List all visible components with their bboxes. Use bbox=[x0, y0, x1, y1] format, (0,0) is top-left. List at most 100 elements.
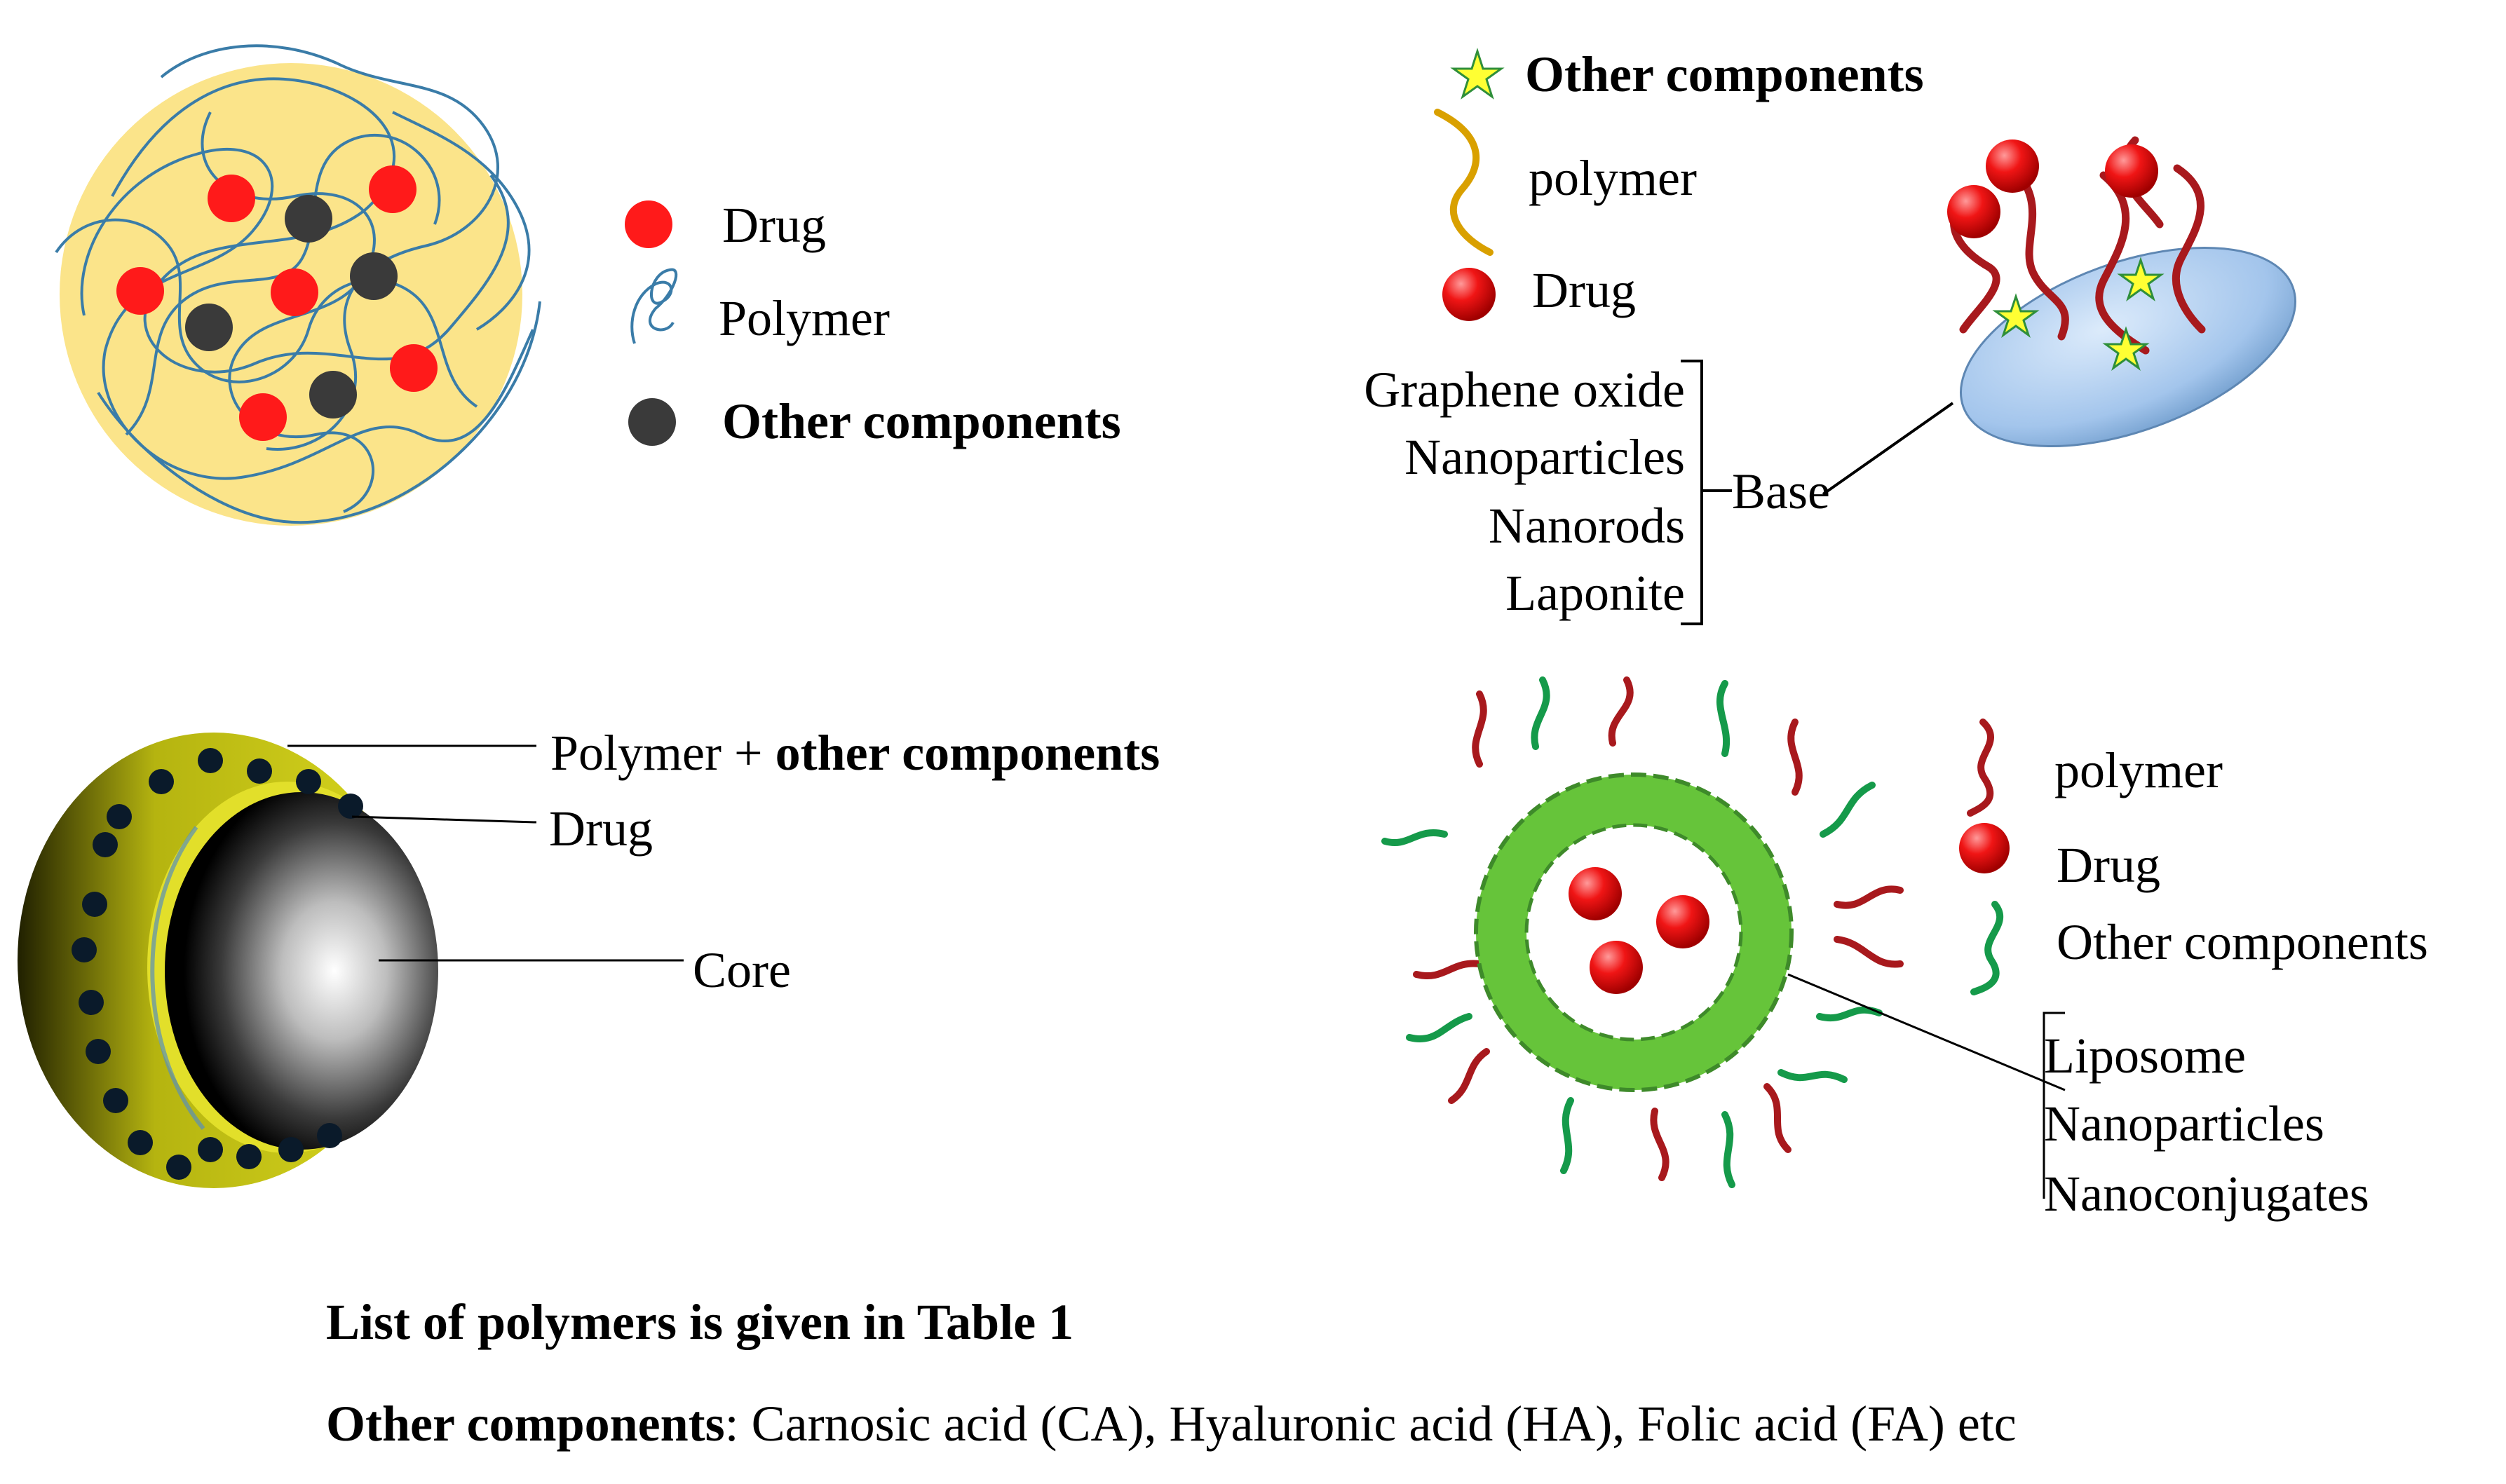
drug-dot bbox=[128, 1130, 153, 1155]
other-component-chain bbox=[1716, 680, 1731, 757]
carrier-option-nanoconjugates: Nanoconjugates bbox=[2044, 1166, 2369, 1222]
drug-dot bbox=[296, 769, 321, 794]
encapsulated-drug bbox=[1569, 867, 1622, 920]
encapsulated-drug bbox=[1656, 895, 1709, 948]
other-component-chain bbox=[1381, 829, 1448, 846]
drug-particle bbox=[116, 267, 164, 315]
core-label: Core bbox=[693, 942, 791, 998]
other-component-chain bbox=[1721, 1111, 1735, 1188]
other-component-chain bbox=[1531, 676, 1550, 750]
drug-ball bbox=[1947, 185, 2000, 238]
legend-drug-label-tr: Drug bbox=[1532, 262, 1636, 318]
carrier-option-nanoparticles: Nanoparticles bbox=[2044, 1096, 2324, 1152]
legend-other-chain bbox=[1970, 901, 2003, 995]
drug-dot bbox=[338, 794, 363, 819]
footer-table-note: List of polymers is given in Table 1 bbox=[326, 1294, 1074, 1350]
other-component-chain bbox=[1820, 782, 1876, 838]
drug-dot bbox=[82, 892, 107, 917]
encapsulated-drug bbox=[1590, 941, 1643, 994]
base-option-nanorods: Nanorods bbox=[1489, 498, 1685, 554]
base-label: Base bbox=[1732, 463, 1830, 519]
footer-other-components-list: : Carnosic acid (CA), Hyaluronic acid (H… bbox=[724, 1396, 2017, 1452]
legend-other-components-label-br: Other components bbox=[2057, 914, 2428, 970]
base-options-bracket bbox=[1681, 360, 1732, 625]
legend-polymer-label: Polymer bbox=[719, 290, 890, 346]
shell-drug-dots bbox=[72, 748, 363, 1180]
surface-chains bbox=[1381, 676, 1904, 1188]
legend-other-components-label-tr: Other components bbox=[1525, 46, 1924, 102]
drug-particle bbox=[390, 344, 438, 392]
drug-ball bbox=[2105, 144, 2158, 198]
legend-drug-label-br: Drug bbox=[2057, 837, 2160, 893]
base-option-nanoparticles: Nanoparticles bbox=[1404, 429, 1685, 485]
polymer-chain bbox=[1650, 1108, 1669, 1181]
drug-dot bbox=[107, 804, 132, 829]
drug-dot bbox=[198, 748, 223, 773]
functionalized-base-particle bbox=[1947, 136, 2296, 448]
footer-other-components-heading: Other components bbox=[326, 1396, 725, 1452]
star-icon bbox=[1992, 293, 2040, 338]
shell-label-bold: other components bbox=[775, 725, 1160, 781]
drug-dot bbox=[317, 1123, 342, 1148]
legend-star-icon bbox=[1450, 48, 1505, 100]
drug-dot bbox=[72, 937, 97, 962]
other-component-particle bbox=[309, 371, 357, 418]
polymer-chain bbox=[1834, 885, 1904, 909]
legend-polymer-chain bbox=[1967, 719, 1994, 817]
other-component-particle bbox=[285, 195, 332, 243]
legend-polymer-gold-squiggle bbox=[1434, 109, 1494, 256]
legend-polymer-label-br: polymer bbox=[2054, 742, 2223, 798]
polymer-chain bbox=[1834, 936, 1904, 968]
legend-other-components-label: Other components bbox=[722, 393, 1121, 449]
liposome-carrier bbox=[1381, 676, 1904, 1188]
carrier-option-liposome: Liposome bbox=[2044, 1028, 2246, 1084]
carrier-options-bracket bbox=[2043, 1012, 2065, 1199]
drug-ball bbox=[1986, 139, 2039, 193]
base-option-graphene-oxide: Graphene oxide bbox=[1364, 362, 1685, 418]
drug-particle bbox=[239, 393, 287, 441]
drug-dot bbox=[198, 1137, 223, 1162]
legend-drug-ball bbox=[1959, 823, 2010, 873]
polymer-matrix-nanoparticle bbox=[55, 44, 541, 526]
drug-dot bbox=[278, 1137, 304, 1162]
drug-dot bbox=[236, 1144, 262, 1169]
legend-other-dot bbox=[628, 398, 676, 446]
carrier-pointer-line bbox=[1787, 973, 2066, 1091]
drug-particle bbox=[271, 268, 318, 316]
shell-label: Polymer + other components bbox=[550, 728, 1160, 778]
drug-dot bbox=[103, 1088, 128, 1113]
legend-polymer-squiggle bbox=[630, 268, 678, 344]
drug-dot bbox=[86, 1039, 111, 1064]
legend-drug-label: Drug bbox=[722, 197, 826, 253]
drug-dot bbox=[166, 1155, 191, 1180]
drug-particle bbox=[369, 165, 416, 213]
core-edge-highlight bbox=[150, 826, 205, 1130]
drug-particles bbox=[116, 165, 438, 441]
shell-drug-label: Drug bbox=[549, 801, 653, 857]
shell-label-plain: Polymer + bbox=[550, 725, 775, 781]
drug-dot bbox=[79, 990, 104, 1015]
legend-drug-dot bbox=[625, 200, 672, 248]
star-icon bbox=[2102, 326, 2150, 371]
other-component-particles bbox=[185, 195, 398, 418]
other-component-stars bbox=[1992, 257, 2165, 371]
polymer-chain bbox=[1448, 1048, 1490, 1104]
other-component-chain bbox=[1560, 1097, 1574, 1174]
other-component-particle bbox=[350, 252, 398, 300]
liposome-lumen bbox=[1524, 823, 1743, 1042]
other-component-particle bbox=[185, 304, 233, 351]
other-component-chain bbox=[1406, 1013, 1472, 1042]
other-component-chain bbox=[1816, 1006, 1883, 1021]
legend-polymer-label-tr: polymer bbox=[1529, 150, 1697, 206]
base-pointer-line bbox=[1822, 402, 1954, 496]
core-sphere bbox=[165, 792, 438, 1150]
polymer-chain bbox=[1787, 719, 1803, 796]
drug-dot bbox=[93, 832, 118, 857]
other-component-chain bbox=[1777, 1069, 1848, 1083]
polymer-chain bbox=[1472, 690, 1487, 768]
core-shell-nanoparticle bbox=[18, 733, 438, 1188]
polymer-chain bbox=[1413, 960, 1483, 979]
drug-dot bbox=[247, 758, 272, 784]
